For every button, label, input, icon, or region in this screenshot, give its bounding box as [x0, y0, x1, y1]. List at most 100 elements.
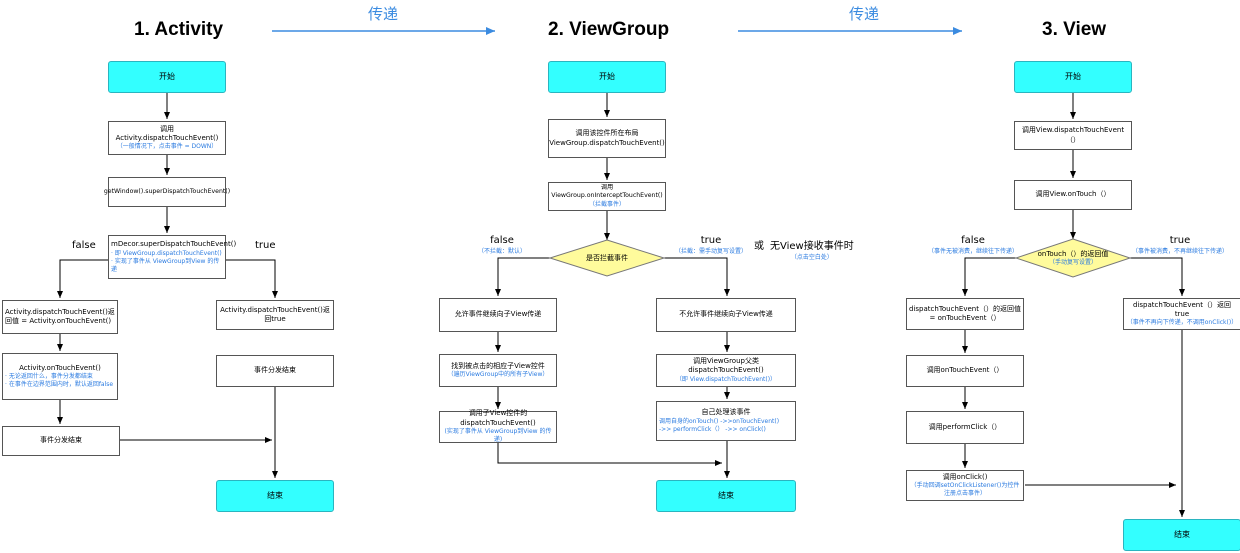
activity-return-true-node: Activity.dispatchTouchEvent()返回true	[216, 300, 334, 330]
view-on-touch-text: 调用View.onTouch（）	[1035, 190, 1111, 199]
activity-true-label: true	[255, 240, 276, 251]
activity-end-right-node: 事件分发结束	[216, 355, 334, 387]
viewgroup-true-label: true （拦截：需手动复写设置）	[675, 235, 747, 255]
viewgroup-dispatch-text: 调用该控件所在布局ViewGroup.dispatchTouchEvent()	[549, 129, 665, 147]
view-decision-note: （手动复写设置）	[1048, 259, 1097, 267]
viewgroup-true-text: true	[700, 235, 722, 246]
viewgroup-self-handle-text: 自己处理该事件	[701, 408, 751, 417]
activity-get-window-node: getWindow().superDispatchTouchEvent()	[104, 177, 230, 207]
viewgroup-find-child-note: （遍历ViewGroup中的所有子View）	[447, 371, 549, 379]
view-dispatch-value-text: dispatchTouchEvent（）的返回值 = onTouchEvent（…	[909, 304, 1021, 322]
viewgroup-start-node: 开始	[548, 61, 666, 93]
activity-end-left-text: 事件分发结束	[40, 436, 82, 445]
viewgroup-false-note: （不拦截：默认）	[478, 248, 527, 255]
view-on-click-note: （手动回调setOnClickListener()为控件注册点击事件）	[910, 482, 1020, 498]
viewgroup-no-view-text: 无View接收事件时	[770, 241, 854, 252]
viewgroup-self-handle-note-1: 调用自身的onTouch() ->>onTouchEvent()	[659, 417, 780, 425]
viewgroup-disallow-text: 不允许事件继续向子View传递	[679, 310, 773, 319]
activity-return-value-node: Activity.dispatchTouchEvent()返回值 = Activ…	[2, 300, 118, 334]
activity-finish-node: 结束	[216, 480, 334, 512]
viewgroup-find-child-node: 找到被点击的相应子View控件 （遍历ViewGroup中的所有子View）	[439, 354, 557, 387]
viewgroup-call-child-note: (实现了事件从 ViewGroup到View 的传递)	[444, 428, 552, 444]
view-on-click-node: 调用onClick() （手动回调setOnClickListener()为控件…	[906, 470, 1024, 501]
activity-start-node: 开始	[108, 61, 226, 93]
activity-column-title: 1. Activity	[134, 19, 224, 40]
activity-dispatch-note: （一般情况下，点击事件 = DOWN）	[116, 143, 218, 151]
viewgroup-no-view-note: （点击空白处）	[790, 254, 833, 261]
viewgroup-disallow-node: 不允许事件继续向子View传递	[656, 298, 796, 332]
view-on-touch-node: 调用View.onTouch（）	[1014, 180, 1132, 210]
activity-end-right-text: 事件分发结束	[254, 366, 296, 375]
activity-end-left-node: 事件分发结束	[2, 426, 120, 456]
view-return-true-node: dispatchTouchEvent（）返回true （事件不再向下传递，不调用…	[1123, 298, 1240, 330]
view-false-note: （事件无被消费，继续往下传递）	[928, 248, 1019, 255]
view-dispatch-node: 调用View.dispatchTouchEvent（）	[1014, 121, 1132, 150]
viewgroup-decision-diamond	[548, 239, 666, 277]
view-column-title: 3. View	[1042, 19, 1107, 40]
view-true-text: true	[1169, 235, 1191, 246]
viewgroup-true-note: （拦截：需手动复写设置）	[675, 248, 748, 255]
view-dispatch-text: 调用View.dispatchTouchEvent（）	[1021, 126, 1125, 144]
view-call-on-touch-event-node: 调用onTouchEvent（）	[906, 355, 1024, 387]
activity-decor-note-2: · 实现了事件从 ViewGroup到View 的传递	[111, 257, 220, 273]
viewgroup-no-view-label: 无View接收事件时 （点击空白处）	[770, 237, 854, 261]
viewgroup-finish-text: 结束	[718, 490, 734, 500]
viewgroup-column-title: 2. ViewGroup	[548, 19, 670, 40]
viewgroup-start-text: 开始	[599, 71, 615, 81]
activity-on-touch-node: Activity.onTouchEvent() · 无论返回什么，事件分发都结束…	[2, 353, 118, 400]
viewgroup-super-dispatch-note: （即 View.dispatchTouchEvent()）	[675, 375, 777, 383]
view-false-text: false	[961, 235, 985, 246]
viewgroup-find-child-text: 找到被点击的相应子View控件	[451, 361, 545, 370]
view-true-label: true （事件被消费，不再继续往下传递）	[1132, 235, 1228, 255]
viewgroup-super-dispatch-text: 调用ViewGroup父类dispatchTouchEvent()	[688, 357, 764, 375]
activity-start-text: 开始	[159, 71, 175, 81]
viewgroup-call-child-text: 调用子View控件的dispatchTouchEvent()	[460, 409, 536, 427]
transfer-label-2: 传递	[849, 5, 880, 23]
viewgroup-call-child-node: 调用子View控件的dispatchTouchEvent() (实现了事件从 V…	[439, 409, 557, 444]
view-start-node: 开始	[1014, 61, 1132, 93]
viewgroup-allow-node: 允许事件继续向子View传递	[439, 298, 557, 332]
view-start-text: 开始	[1065, 71, 1081, 81]
viewgroup-false-label: false （不拦截：默认）	[478, 235, 526, 255]
activity-finish-text: 结束	[267, 490, 283, 500]
viewgroup-decision-text: 是否拦截事件	[586, 254, 628, 262]
viewgroup-self-handle-node: 自己处理该事件 调用自身的onTouch() ->>onTouchEvent()…	[656, 401, 796, 441]
activity-on-touch-note-1: · 无论返回什么，事件分发都结束	[5, 373, 93, 381]
transfer-label-1: 传递	[368, 5, 399, 23]
viewgroup-self-handle-note-2: ->> performClick（） ->> onClick()	[659, 425, 766, 433]
view-true-note: （事件被消费，不再继续往下传递）	[1132, 248, 1229, 255]
viewgroup-false-text: false	[490, 235, 514, 246]
view-return-true-note: （事件不再向下传递，不调用onClick()）	[1126, 319, 1238, 327]
activity-false-label: false	[72, 240, 96, 251]
activity-decor-node: mDecor.superDispatchTouchEvent() · 即 Vie…	[108, 235, 236, 279]
activity-dispatch-text: 调用Activity.dispatchTouchEvent()	[115, 124, 219, 142]
viewgroup-intercept-note: （拦截事件）	[588, 200, 625, 208]
view-return-true-text: dispatchTouchEvent（）返回true	[1133, 300, 1231, 318]
view-finish-text: 结束	[1174, 529, 1190, 539]
activity-decor-text: mDecor.superDispatchTouchEvent()	[111, 240, 237, 249]
view-dispatch-value-node: dispatchTouchEvent（）的返回值 = onTouchEvent（…	[906, 298, 1024, 330]
view-perform-click-text: 调用performClick（）	[928, 422, 1002, 431]
view-call-on-touch-event-text: 调用onTouchEvent（）	[926, 366, 1004, 375]
viewgroup-finish-node: 结束	[656, 480, 796, 512]
activity-return-value-text: Activity.dispatchTouchEvent()返回值 = Activ…	[5, 307, 115, 325]
viewgroup-or-label: 或	[754, 241, 764, 252]
viewgroup-intercept-text: 调用ViewGroup.onInterceptTouchEvent()	[551, 184, 663, 200]
view-decision-label: onTouch（）的返回值	[1037, 250, 1109, 258]
activity-return-true-text: Activity.dispatchTouchEvent()返回true	[220, 305, 330, 323]
view-on-click-text: 调用onClick()	[942, 472, 988, 481]
viewgroup-dispatch-node: 调用该控件所在布局ViewGroup.dispatchTouchEvent()	[548, 119, 666, 158]
view-finish-node: 结束	[1123, 519, 1240, 551]
viewgroup-allow-text: 允许事件继续向子View传递	[454, 310, 542, 319]
activity-on-touch-note-2: · 在事件在边界范围内时，默认返回false	[5, 381, 114, 389]
view-decision-text: onTouch（）的返回值 （手动复写设置）	[1028, 250, 1118, 267]
view-false-label: false （事件无被消费，继续往下传递）	[928, 235, 1018, 255]
viewgroup-intercept-node: 调用ViewGroup.onInterceptTouchEvent() （拦截事…	[548, 182, 666, 211]
view-decision-diamond	[1014, 238, 1132, 278]
activity-decor-note-1: · 即 ViewGroup.dispatchTouchEvent()	[111, 249, 222, 257]
activity-on-touch-text: Activity.onTouchEvent()	[19, 363, 101, 372]
view-perform-click-node: 调用performClick（）	[906, 411, 1024, 444]
activity-get-window-text: getWindow().superDispatchTouchEvent()	[103, 187, 231, 195]
activity-dispatch-node: 调用Activity.dispatchTouchEvent() （一般情况下，点…	[108, 121, 226, 155]
